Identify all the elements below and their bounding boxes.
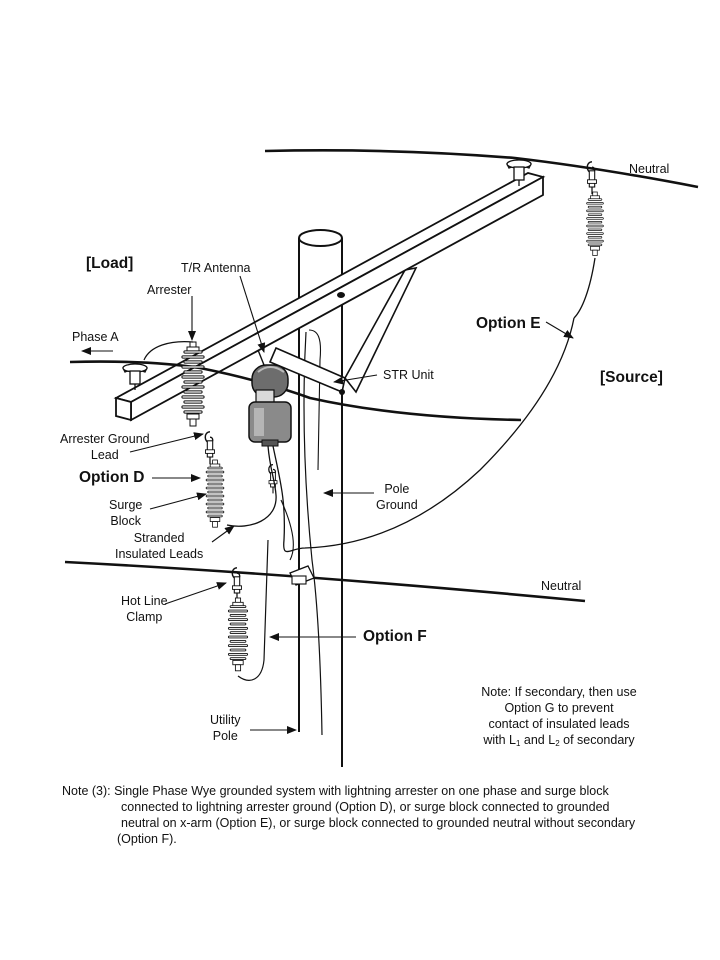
str-unit [248,349,292,447]
neutral-top-label: Neutral [629,162,670,176]
option-e-label: Option E [476,315,541,332]
arrester-label: Arrester [147,283,192,297]
surge-block-f [227,596,249,673]
stranded-insulated-leads-label: Stranded Insulated Leads [115,531,204,561]
arrester-ground-lead-label: Arrester Ground Lead [60,432,150,462]
option-d-label: Option D [79,469,145,486]
neutral-clamp-e [586,161,598,195]
footnote-line: Note (3): Single Phase Wye grounded syst… [62,784,609,798]
hot-line-clamp-label: Hot Line Clamp [121,594,168,624]
surge-block-e [585,190,605,258]
utility-pole-label: Utility Pole [210,713,241,743]
secondary-note-line: Option G to prevent [504,701,614,715]
footnote-line: connected to lightning arrester ground (… [121,800,610,814]
str-unit-label: STR Unit [383,368,434,382]
load-label: [Load] [86,255,134,272]
secondary-note-line: with L1 and L2 of secondary [483,733,635,748]
option-f-label: Option F [363,628,427,645]
callout-leaders [81,275,574,734]
surge-block-label: Surge Block [109,498,143,528]
pole-ground-label: Pole Ground [376,482,418,512]
secondary-note-line: Note: If secondary, then use [481,685,637,699]
crossarm [113,172,546,422]
source-label: [Source] [600,369,663,386]
crossarm-brace [268,266,418,395]
phase-a-label: Phase A [72,330,119,344]
neutral-mid-label: Neutral [541,579,582,593]
stranded-insulated-leads [226,445,277,527]
secondary-note-line: contact of insulated leads [488,717,630,731]
footnote: Note (3): Single Phase Wye grounded syst… [62,783,635,847]
footnote-line: neutral on x-arm (Option E), or surge bl… [121,816,636,830]
neutral-conductor-top [264,149,699,189]
footnote-line: (Option F). [117,832,177,846]
secondary-note: Note: If secondary, then use Option G to… [470,684,648,748]
neutral-bracket [289,565,315,586]
arrester-ground-clamp [204,431,216,465]
surge-block-d [205,458,225,529]
tr-antenna-label: T/R Antenna [181,261,251,275]
